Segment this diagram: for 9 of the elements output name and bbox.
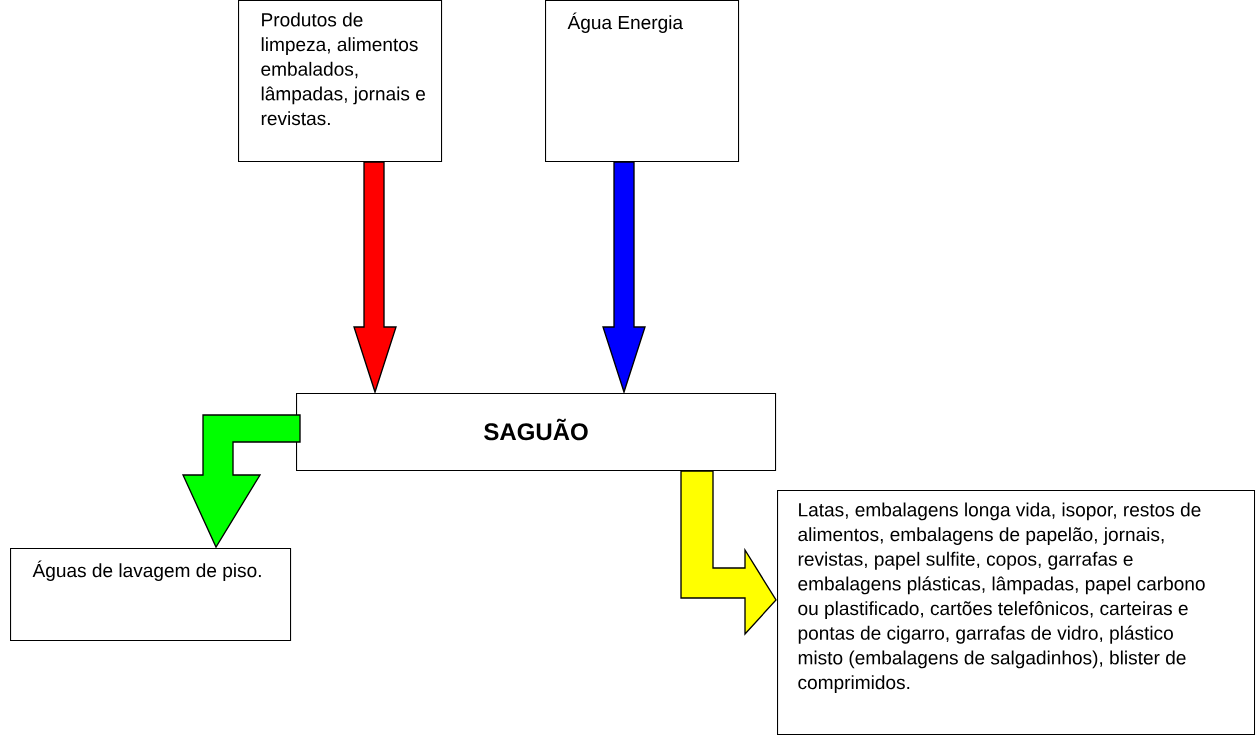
block-arrow: [181, 414, 301, 549]
block-arrow: [353, 161, 397, 395]
block-arrow: [680, 470, 777, 636]
hall-box: SAGUÃO: [296, 393, 777, 472]
text-box: Água Energia: [545, 0, 740, 163]
text-box: Produtos de limpeza, alimentos embalados, lâmpadas, jornais e revistas.: [238, 0, 443, 163]
text-box: Latas, embalagens longa vida, isopor, restos de alimentos, embalagens de papelão, jornais, revistas, papel sulfite, copos, garrafas e embalagens plásticas, lâmpadas, papel carbono ou plastificado, cartões telefônicos, carteiras e pontas de cigarro, garrafas de vidro, plástico misto (embalagens de salgadinhos), blister de comprimidos.: [777, 490, 1256, 735]
block-arrow: [602, 161, 646, 395]
text-box: Águas de lavagem de piso.: [10, 548, 292, 642]
